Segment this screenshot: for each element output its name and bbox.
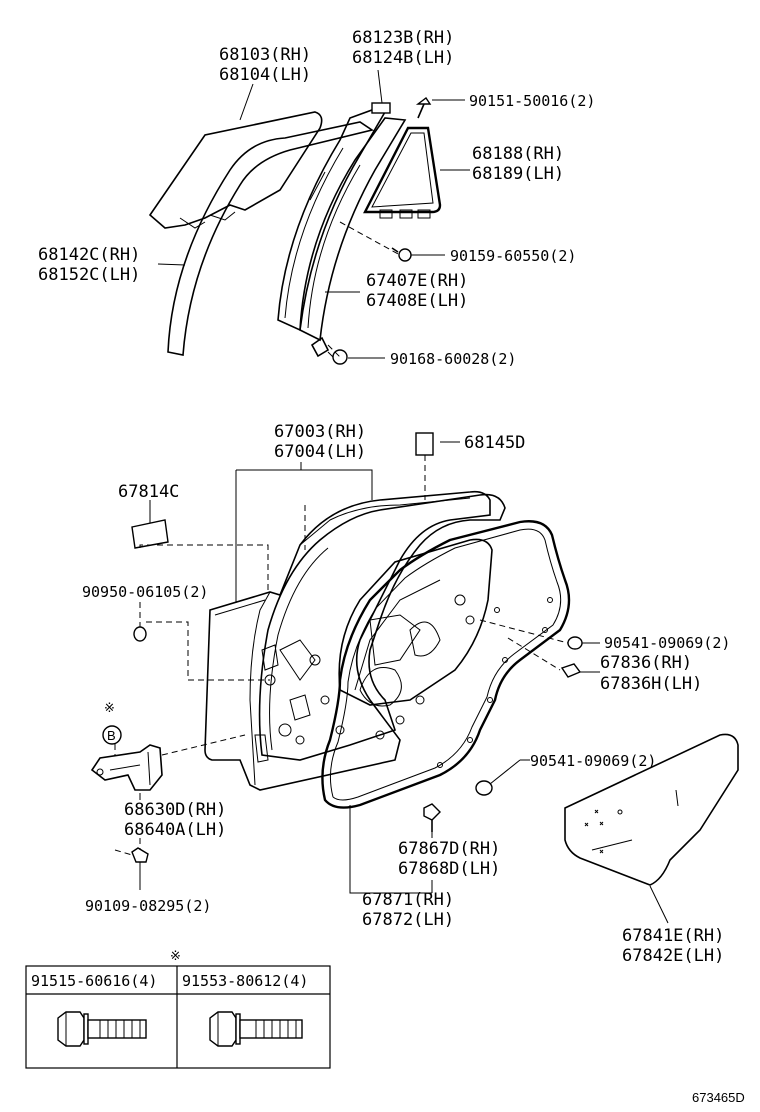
label-quarter-glass-rh: 68188(RH) [472, 144, 564, 164]
label-service-cover-lh: 67842E(LH) [622, 946, 724, 966]
bolt-ref-letter: B [107, 728, 116, 743]
label-clip-mid: 90159-60550(2) [450, 247, 576, 265]
label-hinge-bolt: 90109-08295(2) [85, 897, 211, 915]
label-hinge-rh: 68630D(RH) [124, 800, 226, 820]
clip-right-upper-icon [567, 636, 583, 650]
screw-top-icon [415, 96, 432, 119]
label-window-glass-lh: 68104(LH) [219, 65, 311, 85]
table-header-2: 91553-80612(4) [182, 972, 308, 990]
door-panel-shape [204, 490, 491, 791]
label-bumper-rh: 67836(RH) [600, 653, 692, 673]
glass-run-shape [277, 102, 391, 332]
label-clip-weather-rh: 67867D(RH) [398, 839, 500, 859]
label-weatherstrip-rh: 67871(RH) [362, 890, 454, 910]
bolt-2-icon [209, 1011, 303, 1047]
label-bumper-lh: 67836H(LH) [600, 674, 702, 694]
label-window-glass-rh: 68103(RH) [219, 45, 311, 65]
label-glass-run-front-rh: 68123B(RH) [352, 28, 454, 48]
label-service-cover-rh: 67841E(RH) [622, 926, 724, 946]
cover-icon [131, 519, 169, 549]
note-mark-hinge: ※ [104, 700, 115, 715]
hinge-bolt-icon [131, 847, 149, 863]
division-bar-shape [299, 117, 407, 358]
plug-icon [133, 626, 147, 642]
label-door-panel-rh: 67003(RH) [274, 422, 366, 442]
clip-right-lower-icon [475, 780, 493, 796]
label-screw-bottom: 90168-60028(2) [390, 350, 516, 368]
bolt-table [25, 965, 331, 1069]
glass-channel-shape [167, 121, 374, 356]
label-weatherstrip-lh: 67872(LH) [362, 910, 454, 930]
label-glass-channel-rh: 68142C(RH) [38, 245, 140, 265]
screw-bottom-icon [327, 349, 348, 365]
label-screw-top: 90151-50016(2) [469, 92, 595, 110]
label-hinge-lh: 68640A(LH) [124, 820, 226, 840]
clip-weather-icon [423, 803, 441, 832]
label-clip-right-lower: 90541-09069(2) [530, 752, 656, 770]
label-glass-channel-lh: 68152C(LH) [38, 265, 140, 285]
clip-mid-icon [391, 247, 412, 262]
window-glass-shape [148, 111, 323, 229]
label-division-bar-lh: 67408E(LH) [366, 291, 468, 311]
label-quarter-glass-lh: 68189(LH) [472, 164, 564, 184]
bolt-ref-circle [102, 725, 122, 745]
label-plug: 90950-06105(2) [82, 583, 208, 601]
service-hole-cover-shape [564, 733, 739, 886]
table-header-1: 91515-60616(4) [31, 972, 157, 990]
door-inner-frame-shape [254, 493, 506, 763]
figure-id: 673465D [692, 1090, 745, 1105]
label-door-panel-lh: 67004(LH) [274, 442, 366, 462]
label-clip-right-upper: 90541-09069(2) [604, 634, 730, 652]
table-note-mark: ※ [170, 948, 181, 963]
bolt-1-icon [57, 1011, 147, 1047]
door-opening-shape [338, 538, 493, 740]
quarter-glass-shape [363, 126, 442, 219]
bumper-icon [560, 663, 582, 678]
label-seal-pad: 68145D [464, 433, 525, 453]
weatherstrip-shape [321, 520, 571, 809]
label-glass-run-front-lh: 68124B(LH) [352, 48, 454, 68]
label-division-bar-rh: 67407E(RH) [366, 271, 468, 291]
seal-pad-icon [415, 432, 434, 456]
label-cover: 67814C [118, 482, 179, 502]
label-clip-weather-lh: 67868D(LH) [398, 859, 500, 879]
hinge-shape [90, 744, 163, 791]
